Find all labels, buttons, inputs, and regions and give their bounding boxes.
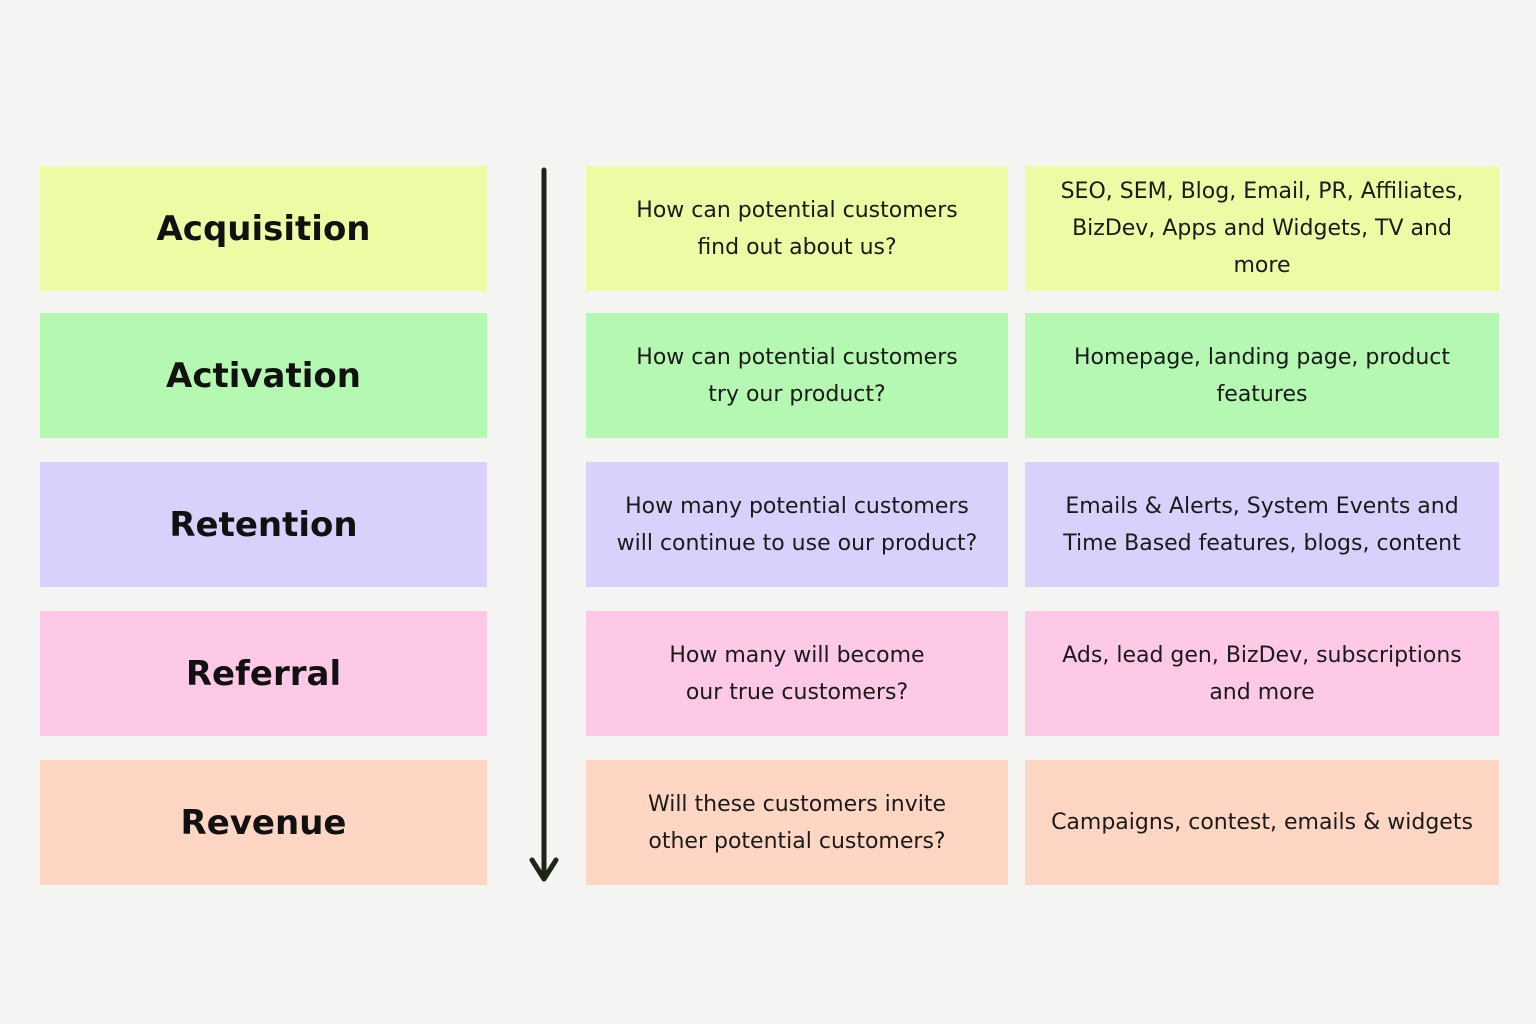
funnel-down-arrow-icon xyxy=(529,167,559,882)
stage-card-retention: Retention xyxy=(40,462,487,587)
stage-label: Referral xyxy=(185,653,342,694)
tactics-text: Homepage, landing page, product features xyxy=(1074,344,1450,407)
stage-card-acquisition: Acquisition xyxy=(40,166,487,291)
stage-label: Activation xyxy=(166,355,361,396)
stage-card-activation: Activation xyxy=(40,313,487,438)
stage-card-revenue: Revenue xyxy=(40,760,487,885)
stage-card-referral: Referral xyxy=(40,611,487,736)
tactics-text: Ads, lead gen, BizDev, subscriptions and… xyxy=(1062,642,1462,705)
tactics-card-revenue: Campaigns, contest, emails & widgets xyxy=(1025,760,1499,885)
question-card-referral: How many will become our true customers? xyxy=(586,611,1008,736)
tactics-text: Emails & Alerts, System Events and Time … xyxy=(1063,493,1461,556)
stage-label: Retention xyxy=(169,504,358,545)
question-text: How many will become our true customers? xyxy=(669,642,925,705)
tactics-text: Campaigns, contest, emails & widgets xyxy=(1051,810,1473,835)
question-text: How many potential customers will contin… xyxy=(616,493,978,556)
stage-label: Revenue xyxy=(180,802,347,843)
tactics-card-retention: Emails & Alerts, System Events and Time … xyxy=(1025,462,1499,587)
question-text: How can potential customers try our prod… xyxy=(636,344,958,407)
tactics-card-acquisition: SEO, SEM, Blog, Email, PR, Affiliates, B… xyxy=(1025,166,1499,291)
question-text: How can potential customers find out abo… xyxy=(636,197,958,260)
question-card-activation: How can potential customers try our prod… xyxy=(586,313,1008,438)
tactics-text: SEO, SEM, Blog, Email, PR, Affiliates, B… xyxy=(1060,179,1464,278)
tactics-card-activation: Homepage, landing page, product features xyxy=(1025,313,1499,438)
stage-label: Acquisition xyxy=(156,208,371,249)
question-card-retention: How many potential customers will contin… xyxy=(586,462,1008,587)
tactics-card-referral: Ads, lead gen, BizDev, subscriptions and… xyxy=(1025,611,1499,736)
question-text: Will these customers invite other potent… xyxy=(647,791,947,854)
question-card-revenue: Will these customers invite other potent… xyxy=(586,760,1008,885)
question-card-acquisition: How can potential customers find out abo… xyxy=(586,166,1008,291)
